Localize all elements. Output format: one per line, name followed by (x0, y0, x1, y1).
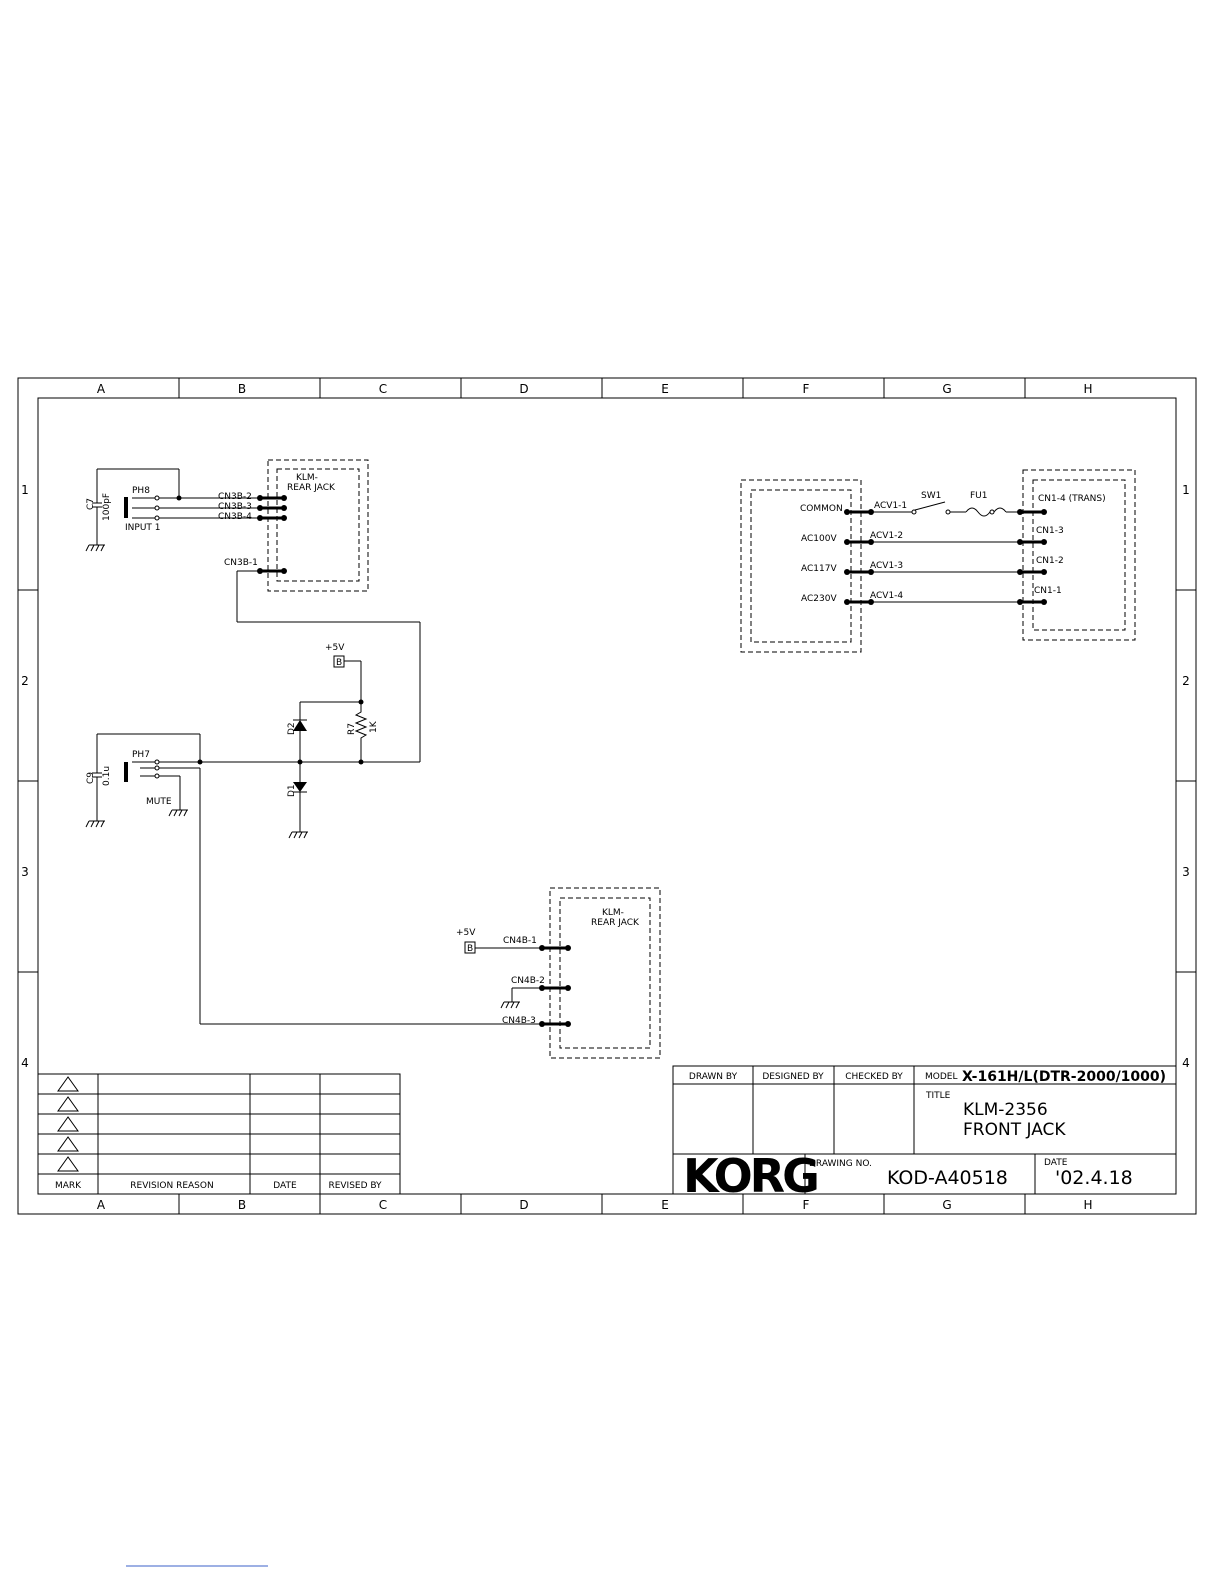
d1-label: D1 (287, 784, 297, 797)
korg-logo: KORG (683, 1149, 817, 1203)
row-label: 2 (21, 674, 29, 688)
b-marker: B (336, 658, 342, 668)
acv1-1-label: ACV1-1 (874, 501, 907, 511)
revised-by-header: REVISED BY (328, 1181, 382, 1191)
drawing-frame (17, 377, 1197, 1215)
ph7-label: PH7 (132, 750, 150, 760)
drawing-no-value: KOD-A40518 (887, 1167, 1008, 1189)
designed-by-label: DESIGNED BY (762, 1072, 824, 1082)
cn1-1-label: CN1-1 (1034, 586, 1062, 596)
c7-label: C7 (86, 498, 96, 510)
cn4b-1-label: CN4B-1 (503, 936, 537, 946)
col-label: D (519, 1198, 528, 1212)
ac230v-label: AC230V (801, 594, 837, 604)
title-line2: FRONT JACK (963, 1120, 1066, 1140)
plus5v-label: +5V (325, 643, 345, 653)
date-label: DATE (1044, 1158, 1068, 1168)
row-label: 2 (1182, 674, 1190, 688)
cn3b-1-label: CN3B-1 (224, 558, 258, 568)
ac-selector-circuit (740, 469, 1136, 653)
fu1-label: FU1 (970, 491, 988, 501)
cn1-2-label: CN1-2 (1036, 556, 1064, 566)
drawn-by-label: DRAWN BY (689, 1072, 738, 1082)
ph8-input-circuit (85, 459, 369, 592)
model-value: X-161H/L(DTR-2000/1000) (962, 1069, 1166, 1085)
title-block (672, 1065, 1177, 1195)
col-label: B (238, 1198, 246, 1212)
date-value: '02.4.18 (1055, 1167, 1133, 1189)
cn1-3-label: CN1-3 (1036, 526, 1064, 536)
date-header: DATE (273, 1181, 297, 1191)
column-labels-bottom: A B C D E F G H (97, 1198, 1093, 1212)
acv1-4-label: ACV1-4 (870, 591, 903, 601)
d2-label: D2 (287, 722, 297, 735)
cn4b-2-label: CN4B-2 (511, 976, 545, 986)
col-label: F (803, 382, 810, 396)
sw1-label: SW1 (921, 491, 941, 501)
col-label: H (1083, 1198, 1092, 1212)
row-label: 4 (1182, 1056, 1190, 1070)
cn3b-3-label: CN3B-3 (218, 502, 252, 512)
revision-triangle-icon (57, 1136, 79, 1152)
col-label: D (519, 382, 528, 396)
row-labels-left: 1 2 3 4 (21, 483, 29, 1070)
ac100v-label: AC100V (801, 534, 837, 544)
ac117v-label: AC117V (801, 564, 837, 574)
r7-value: 1K (369, 720, 379, 733)
model-label: MODEL (925, 1072, 957, 1082)
acv1-3-label: ACV1-3 (870, 561, 903, 571)
row-label: 4 (21, 1056, 29, 1070)
b-marker: B (467, 944, 473, 954)
c9-value: 0.1u (102, 766, 112, 786)
row-label: 1 (1182, 483, 1190, 497)
mark-header: MARK (55, 1181, 82, 1191)
klm-box1-label: REAR JACK (287, 483, 336, 493)
row-label: 3 (1182, 865, 1190, 879)
title-label: TITLE (925, 1091, 951, 1101)
plus5v-label: +5V (456, 928, 476, 938)
col-label: G (942, 1198, 951, 1212)
cn3b-2-label: CN3B-2 (218, 492, 252, 502)
col-label: H (1083, 382, 1092, 396)
common-label: COMMON (800, 504, 843, 514)
row-label: 1 (21, 483, 29, 497)
col-label: E (661, 1198, 669, 1212)
mute-label: MUTE (146, 797, 172, 807)
cn3b-4-label: CN3B-4 (218, 512, 252, 522)
col-label: F (803, 1198, 810, 1212)
drawing-no-label: DRAWING NO. (809, 1159, 872, 1169)
klm-box1-label: KLM- (296, 473, 318, 483)
row-labels-right: 1 2 3 4 (1182, 483, 1190, 1070)
revision-triangle-icon (57, 1116, 79, 1132)
col-label: G (942, 382, 951, 396)
col-label: E (661, 382, 669, 396)
c7-value: 100pF (102, 493, 112, 521)
col-label: C (379, 382, 387, 396)
checked-by-label: CHECKED BY (845, 1072, 903, 1082)
reason-header: REVISION REASON (130, 1181, 213, 1191)
c9-label: C9 (86, 772, 96, 784)
revision-triangle-icon (57, 1156, 79, 1172)
ph8-label: PH8 (132, 486, 150, 496)
mute-detect-circuit (85, 570, 540, 1025)
revision-triangle-icon (57, 1096, 79, 1112)
cn1-4-label: CN1-4 (TRANS) (1038, 494, 1106, 504)
col-label: A (97, 1198, 106, 1212)
acv1-2-label: ACV1-2 (870, 531, 903, 541)
revision-table (37, 1073, 401, 1195)
revision-triangle-icon (57, 1076, 79, 1092)
row-label: 3 (21, 865, 29, 879)
r7-label: R7 (347, 723, 357, 735)
column-labels-top: A B C D E F G H (97, 382, 1093, 396)
col-label: C (379, 1198, 387, 1212)
cn4b-3-label: CN4B-3 (502, 1016, 536, 1026)
col-label: B (238, 382, 246, 396)
input1-label: INPUT 1 (125, 523, 161, 533)
col-label: A (97, 382, 106, 396)
klm-box2-label: KLM- (602, 908, 624, 918)
klm-box2-label: REAR JACK (591, 918, 640, 928)
title-line1: KLM-2356 (963, 1100, 1048, 1120)
cn4b-connector (464, 887, 661, 1059)
